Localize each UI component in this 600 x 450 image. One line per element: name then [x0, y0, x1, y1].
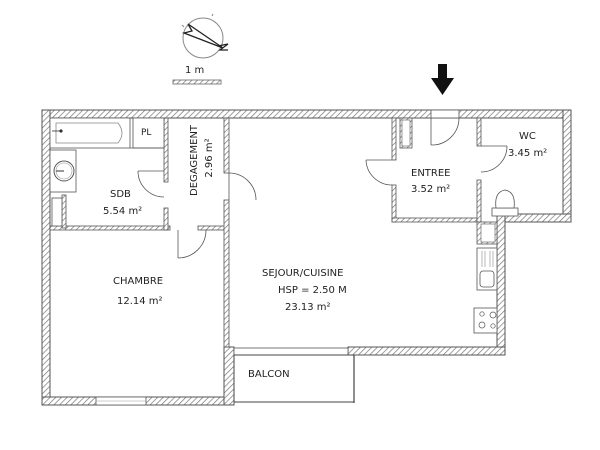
room-name: SEJOUR/CUISINE — [262, 268, 344, 279]
room-area: 23.13 m² — [285, 302, 331, 313]
room-area: 2.96 m² — [204, 138, 215, 178]
room-label-pl: PL — [141, 128, 152, 138]
toilet-icon — [491, 189, 519, 217]
cooktop-icon — [473, 307, 498, 334]
balcony-outline — [233, 354, 355, 403]
doors — [137, 117, 508, 259]
sink-icon — [49, 149, 77, 193]
room-name: ENTREE — [411, 168, 451, 179]
room-name: DEGAGEMENT — [189, 124, 200, 196]
interior-walls — [49, 117, 498, 348]
room-area: 5.54 m² — [103, 206, 143, 217]
scale-bar — [172, 79, 222, 85]
room-name: CHAMBRE — [113, 276, 164, 287]
room-hsp: HSP = 2.50 M — [278, 285, 347, 296]
room-label-balcon: BALCON — [248, 369, 290, 380]
room-area: 3.52 m² — [411, 184, 451, 195]
exterior-walls — [41, 109, 572, 406]
bathtub-icon — [49, 117, 131, 149]
scale-label: 1 m — [185, 65, 205, 76]
entry-arrow-icon — [431, 64, 454, 95]
room-name: SDB — [110, 189, 131, 200]
room-name: WC — [519, 131, 536, 142]
room-area: 12.14 m² — [117, 296, 163, 307]
room-area: 3.45 m² — [508, 148, 548, 159]
kitchen-sink-icon — [476, 247, 498, 291]
north-arrow-icon — [181, 13, 229, 59]
